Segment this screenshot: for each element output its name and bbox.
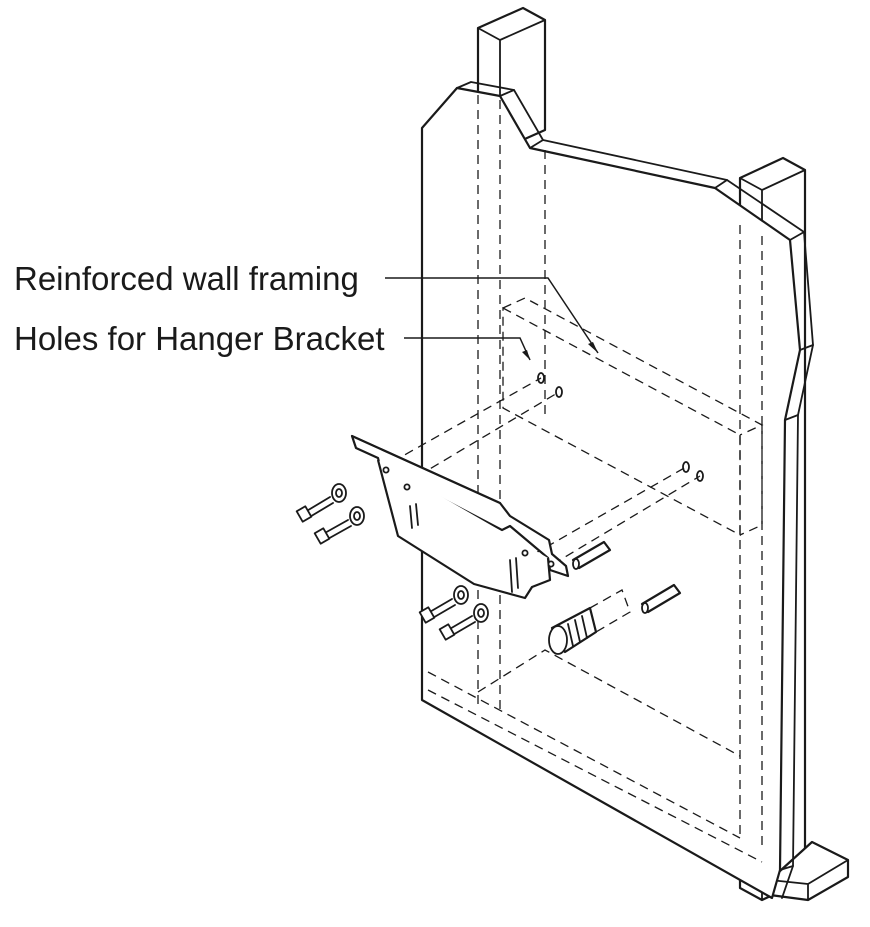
reinforced-blocking	[502, 297, 764, 537]
callout-reinforced-wall-framing: Reinforced wall framing	[14, 260, 599, 354]
wall-panel	[420, 81, 814, 900]
arrowhead-framing	[588, 342, 598, 353]
callout-holes-for-hanger-bracket: Holes for Hanger Bracket	[14, 320, 531, 361]
leader-reinforced-wall-framing	[385, 277, 599, 354]
dowel-pins	[571, 540, 682, 614]
label-reinforced-wall-framing: Reinforced wall framing	[14, 260, 359, 297]
arrowhead-holes	[522, 350, 530, 360]
hanger-bracket	[350, 434, 570, 600]
upper-screws	[295, 483, 365, 545]
lower-screws	[418, 585, 489, 641]
label-holes-for-hanger-bracket: Holes for Hanger Bracket	[14, 320, 385, 357]
threaded-anchor	[548, 589, 631, 655]
